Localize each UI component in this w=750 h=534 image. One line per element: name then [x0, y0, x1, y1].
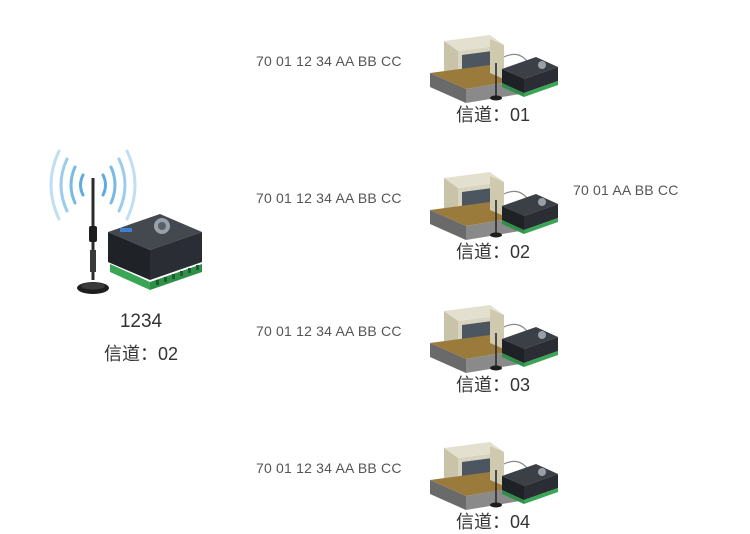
main-node-address: 1234 — [119, 311, 163, 332]
receiver-channel: 信道：01 — [455, 105, 531, 125]
main-node-channel: 信道：02 — [103, 344, 179, 364]
receiver-channel: 信道：03 — [455, 375, 531, 395]
rx-data-label: 70 01 AA BB CC — [573, 182, 679, 198]
tx-data-label: 70 01 12 34 AA BB CC — [256, 190, 402, 206]
computer-with-lora-icon — [430, 35, 558, 103]
tx-data-label: 70 01 12 34 AA BB CC — [256, 323, 402, 339]
computer-with-lora-icon — [430, 305, 558, 373]
receiver-channel: 信道：02 — [455, 242, 531, 262]
lora-device-icon — [108, 214, 202, 290]
tx-data-label: 70 01 12 34 AA BB CC — [256, 460, 402, 476]
antenna-icon — [77, 178, 109, 294]
computer-with-lora-icon — [430, 442, 558, 510]
receiver-channel: 信道：04 — [455, 512, 531, 532]
signal-waves-icon — [49, 149, 137, 221]
computer-with-lora-icon — [430, 172, 558, 240]
tx-data-label: 70 01 12 34 AA BB CC — [256, 53, 402, 69]
